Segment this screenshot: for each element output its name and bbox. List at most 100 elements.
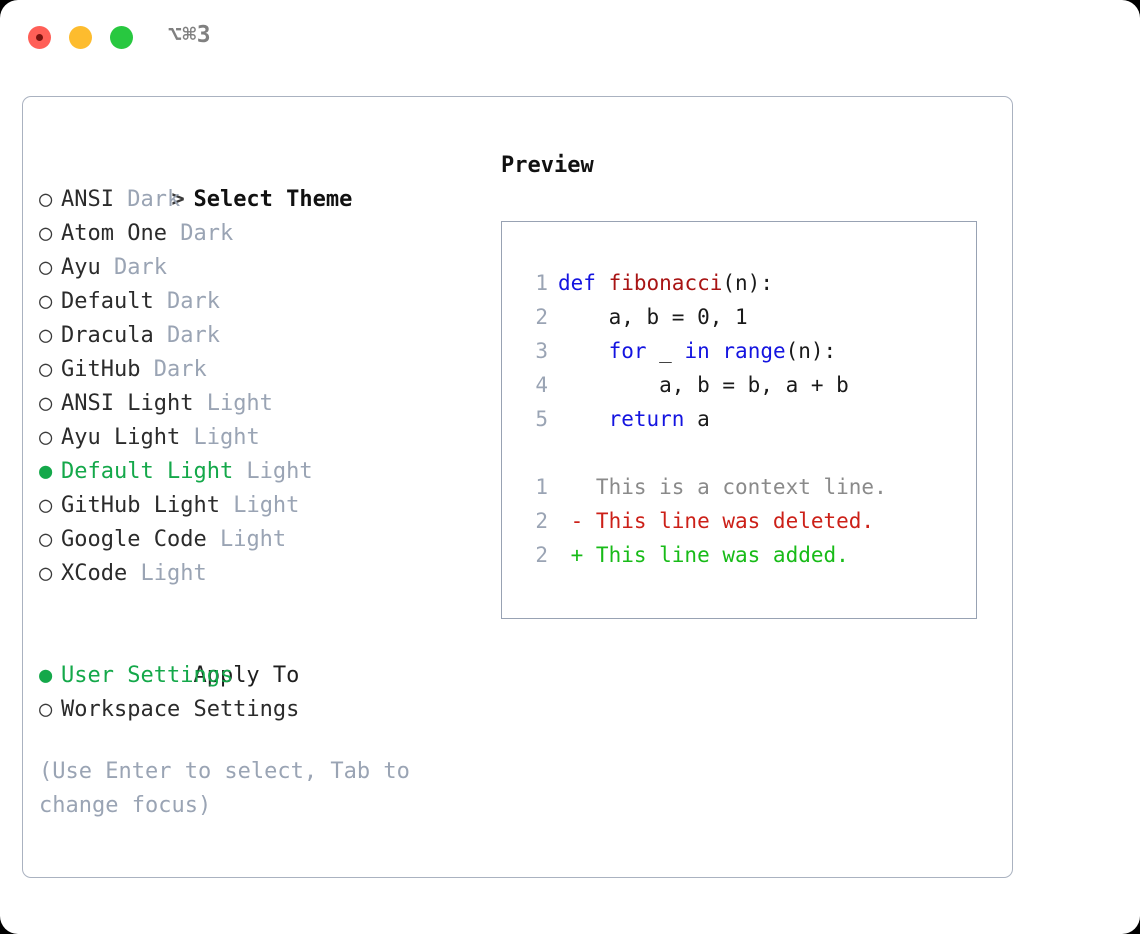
theme-option-name: Ayu — [61, 255, 101, 280]
radio-unselected-icon: ○ — [39, 187, 53, 212]
code-token-fn: fibonacci — [608, 271, 723, 295]
theme-option[interactable]: ○ Dracula Dark — [39, 319, 479, 353]
theme-option-tag: Light — [193, 391, 273, 416]
code-token-txt — [710, 339, 723, 363]
theme-option-tag: Dark — [166, 221, 234, 246]
theme-option-tag: Dark — [140, 357, 207, 382]
code-token-kw: return — [608, 407, 685, 431]
diff-line-added: 2 + This line was added. — [522, 538, 976, 572]
left-column: >Select Theme ○ANSI Dark○Atom One Dark○A… — [39, 149, 479, 823]
code-token-txt: (n): — [785, 339, 837, 363]
theme-option[interactable]: ○ XCode Light — [39, 557, 479, 591]
section-spacer — [39, 591, 479, 625]
radio-selected-icon: ● — [39, 663, 53, 688]
theme-option-name: Google Code — [61, 527, 207, 552]
apply-to-option[interactable]: ○ Workspace Settings — [39, 693, 479, 727]
theme-option[interactable]: ○ Ayu Dark — [39, 251, 479, 285]
radio-unselected-icon: ○ — [39, 391, 53, 416]
theme-option-tag: Dark — [153, 289, 220, 314]
diff-line-text: - This line was deleted. — [558, 509, 875, 533]
keyboard-shortcut-label: ⌥⌘3 — [168, 22, 212, 48]
code-token-txt: a, b = 0, 1 — [558, 305, 748, 329]
apply-to-option-label: User Settings — [61, 663, 234, 688]
code-line: 5 return a — [522, 402, 976, 436]
code-line-number: 4 — [535, 373, 548, 397]
apply-to-option[interactable]: ● User Settings — [39, 659, 479, 693]
minimize-button[interactable] — [69, 26, 92, 49]
theme-option[interactable]: ○ Default Dark — [39, 285, 479, 319]
code-token-kw: range — [722, 339, 786, 363]
theme-option-tag: Light — [206, 527, 287, 552]
diff-line-text: This is a context line. — [558, 475, 887, 499]
diff-line-text: + This line was added. — [558, 543, 849, 567]
theme-option[interactable]: ○ Google Code Light — [39, 523, 479, 557]
diff-line-number: 1 — [535, 475, 548, 499]
theme-option-name: GitHub — [61, 357, 141, 382]
theme-option-name: Ayu Light — [61, 425, 181, 450]
radio-unselected-icon: ○ — [39, 255, 53, 280]
keyboard-hint: (Use Enter to select, Tab to change focu… — [39, 759, 424, 818]
apply-to-header: Apply To — [39, 625, 479, 688]
code-token-txt — [558, 407, 609, 431]
theme-option[interactable]: ○Atom One Dark — [39, 217, 479, 251]
code-token-txt — [558, 339, 609, 363]
theme-option-tag: Dark — [153, 323, 220, 348]
code-line: 1 def fibonacci(n): — [522, 266, 976, 300]
prompt-marker-icon: > — [171, 187, 185, 212]
theme-option[interactable]: ○Ayu Light Light — [39, 421, 479, 455]
radio-unselected-icon: ○ — [39, 323, 53, 348]
theme-option-name: Dracula — [61, 323, 154, 348]
theme-option[interactable]: ○ANSI Light Light — [39, 387, 479, 421]
theme-option-tag: Light — [219, 493, 300, 518]
radio-selected-icon: ● — [39, 459, 53, 484]
code-token-txt — [596, 271, 609, 295]
code-line-number: 1 — [535, 271, 548, 295]
preview-title: Preview — [501, 153, 594, 178]
code-token-txt: a — [684, 407, 710, 431]
diff-line-deleted: 2 - This line was deleted. — [522, 504, 976, 538]
theme-option[interactable]: ○ GitHub Light Light — [39, 489, 479, 523]
theme-selector-panel: >Select Theme ○ANSI Dark○Atom One Dark○A… — [22, 96, 1013, 878]
diff-sample: 1 This is a context line. 2 - This line w… — [522, 470, 976, 572]
theme-option-name: ANSI — [61, 187, 114, 212]
theme-option-name: GitHub Light — [61, 493, 220, 518]
theme-option[interactable]: ○GitHub Dark — [39, 353, 479, 387]
maximize-button[interactable] — [110, 26, 133, 49]
code-token-kw: def — [558, 271, 596, 295]
theme-option-name: Default — [61, 289, 154, 314]
code-token-kw: in — [684, 339, 710, 363]
apply-to-option-label: Workspace Settings — [61, 697, 300, 722]
code-line-number: 3 — [535, 339, 548, 363]
radio-unselected-icon: ○ — [39, 493, 53, 518]
close-button[interactable] — [28, 26, 51, 49]
radio-unselected-icon: ○ — [39, 425, 53, 450]
traffic-lights — [28, 26, 133, 49]
code-token-txt: a, b = b, a + b — [558, 373, 849, 397]
theme-option-tag: Light — [127, 561, 207, 586]
radio-unselected-icon: ○ — [39, 697, 53, 722]
theme-option-tag: Dark — [100, 255, 167, 280]
radio-unselected-icon: ○ — [39, 289, 53, 314]
radio-unselected-icon: ○ — [39, 527, 53, 552]
code-line: 3 for _ in range(n): — [522, 334, 976, 368]
radio-unselected-icon: ○ — [39, 221, 53, 246]
theme-option[interactable]: ○ ANSI Dark — [39, 183, 479, 217]
radio-unselected-icon: ○ — [39, 561, 53, 586]
code-line-number: 5 — [535, 407, 548, 431]
code-token-txt: _ — [646, 339, 685, 363]
title-bar: ⌥⌘3 — [0, 0, 1140, 78]
apply-to-header-label: Apply To — [193, 663, 300, 688]
theme-option-tag: Dark — [113, 187, 181, 212]
code-token-kw: for — [608, 339, 647, 363]
select-theme-header: >Select Theme — [39, 149, 479, 212]
theme-option-name: XCode — [61, 561, 128, 586]
theme-option-name: Default Light — [61, 459, 234, 484]
theme-list: ○ANSI Dark○Atom One Dark○Ayu Dark○Defaul… — [39, 183, 479, 591]
theme-option-tag: Light — [233, 459, 313, 484]
code-token-txt: (n): — [722, 271, 773, 295]
theme-option[interactable]: ● Default Light Light — [39, 455, 479, 489]
